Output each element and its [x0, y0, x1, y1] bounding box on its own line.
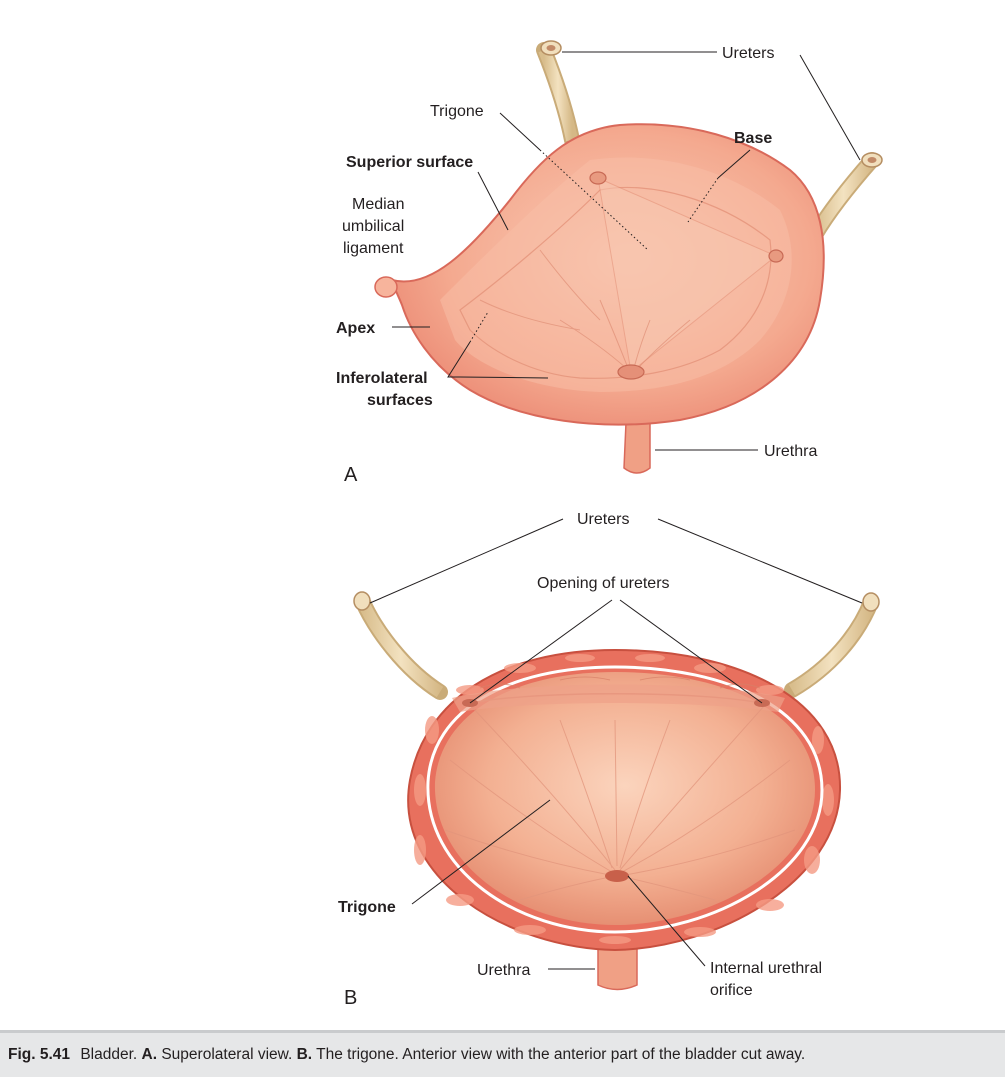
- label-ureters-a: Ureters: [722, 45, 774, 62]
- median-umbilical-ligament-a: [374, 276, 398, 298]
- panel-a-leaders: [392, 51, 861, 451]
- caption-text-1: Bladder.: [76, 1046, 142, 1063]
- caption-part-a: A.: [141, 1046, 158, 1063]
- label-superior-surface-a: Superior surface: [346, 154, 473, 171]
- label-apex-a: Apex: [336, 320, 375, 337]
- caption-text-3: The trigone. Anterior view with the ante…: [312, 1046, 806, 1063]
- label-base-a: Base: [734, 130, 772, 147]
- figure-caption: Fig. 5.41 Bladder. A. Superolateral view…: [8, 1046, 805, 1064]
- caption-bar: Fig. 5.41 Bladder. A. Superolateral view…: [0, 1030, 1005, 1077]
- panel-b-leaders: [369, 518, 863, 970]
- internal-urethral-orifice-b: [605, 870, 629, 882]
- bladder-cavity-b: [434, 672, 815, 925]
- label-ureters-b: Ureters: [577, 511, 629, 528]
- label-median-umbilical-ligament-a: Median umbilical ligament: [342, 196, 409, 257]
- label-trigone-a: Trigone: [430, 103, 484, 120]
- label-urethra-a: Urethra: [764, 443, 817, 460]
- panel-letter-b: B: [344, 987, 357, 1009]
- label-inferolateral-surfaces-a: Inferolateral surfaces: [336, 370, 433, 409]
- caption-part-b: B.: [296, 1046, 313, 1063]
- panel-a-illustration: [374, 40, 883, 474]
- label-urethra-b: Urethra: [477, 962, 530, 979]
- caption-text-2: Superolateral view.: [157, 1046, 297, 1063]
- label-opening-of-ureters-b: Opening of ureters: [537, 575, 670, 592]
- panel-b-illustration: [353, 591, 880, 991]
- panel-letter-a: A: [344, 464, 358, 486]
- bladder-figure: Ureters Trigone Base Superior surface Me…: [336, 40, 883, 1009]
- urethra-b: [597, 939, 638, 991]
- figure-number: Fig. 5.41: [8, 1046, 71, 1063]
- label-trigone-b: Trigone: [338, 899, 396, 916]
- label-internal-urethral-orifice-b: Internal urethral orifice: [710, 960, 827, 999]
